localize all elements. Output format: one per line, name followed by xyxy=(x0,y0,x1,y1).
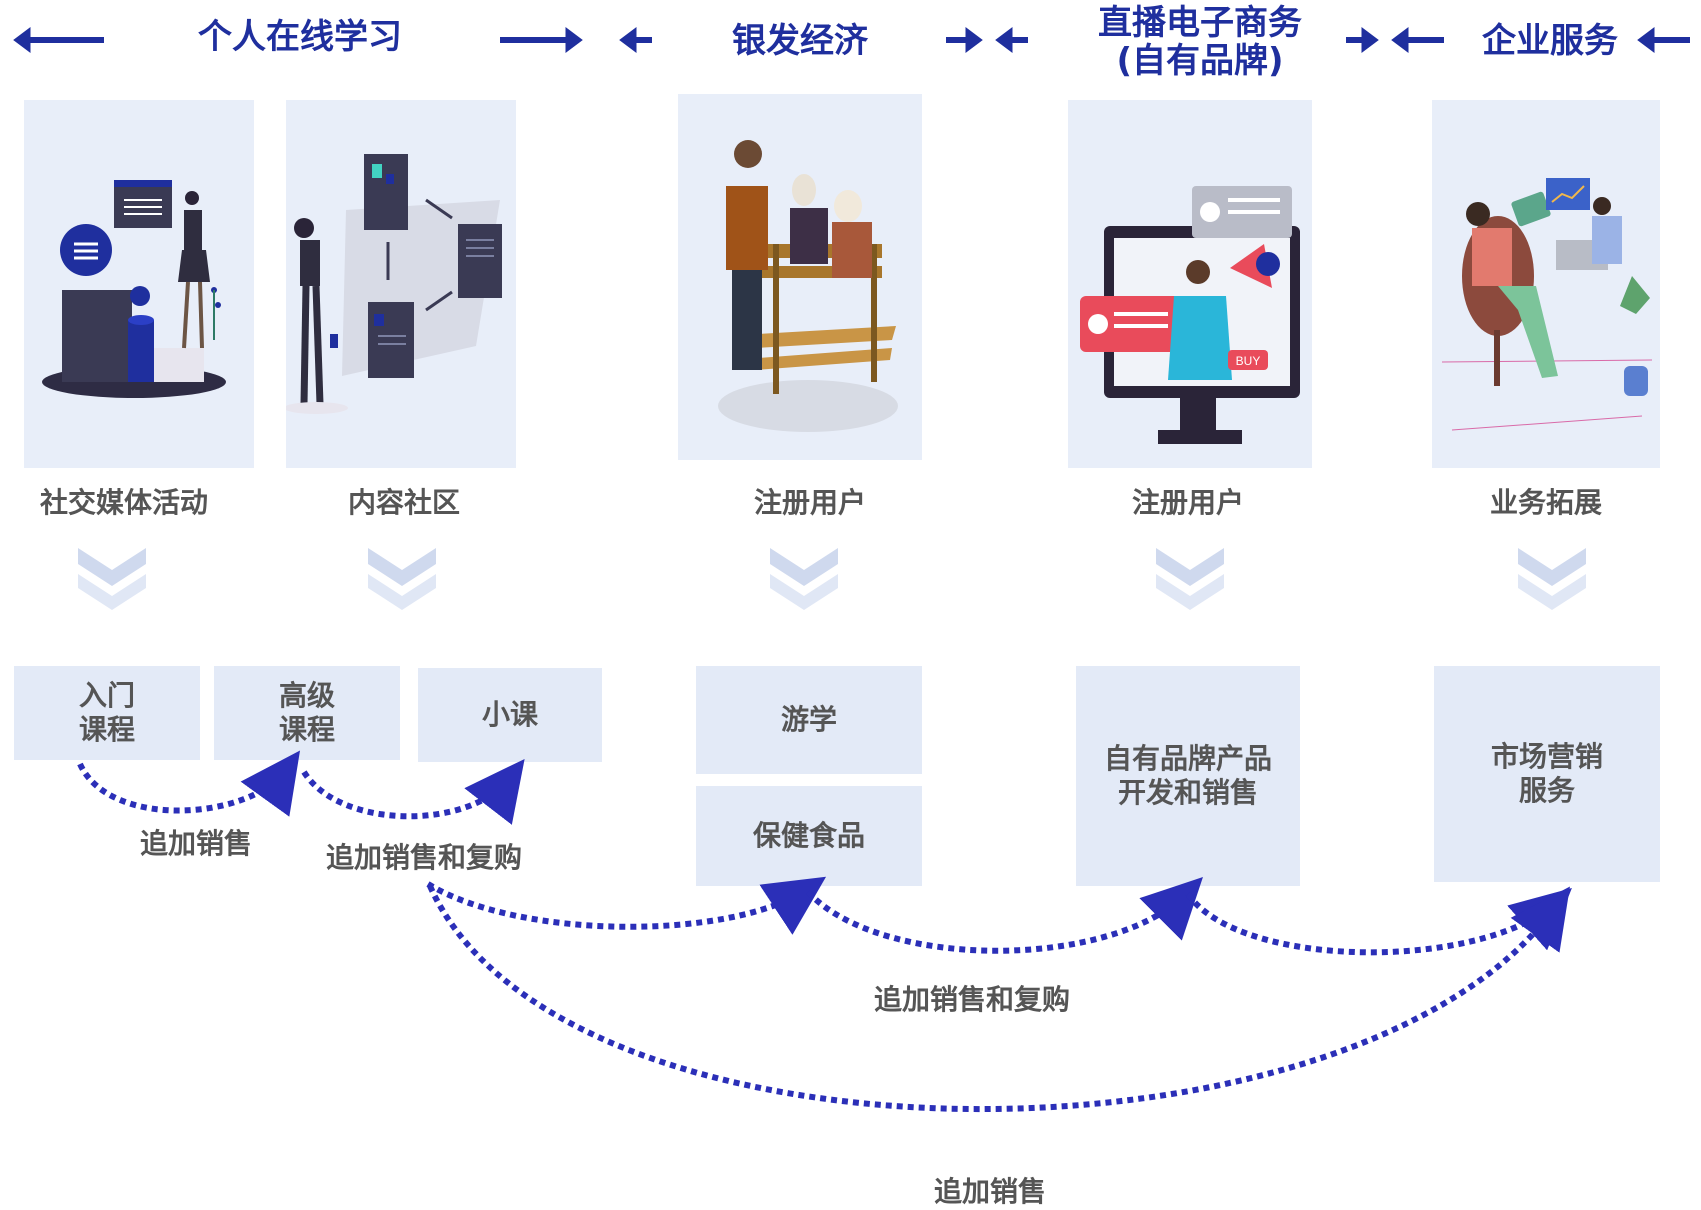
box-study-tour: 游学 xyxy=(696,666,922,774)
segment-title-live-commerce: 直播电子商务 (自有品牌) xyxy=(1080,4,1320,80)
svg-text:BUY: BUY xyxy=(1236,354,1261,368)
elderly-bench-illustration-icon xyxy=(718,140,898,432)
segment-title-enterprise: 企业服务 xyxy=(1482,21,1618,61)
chevron-down-icon xyxy=(770,548,838,610)
card-silver-economy xyxy=(678,94,922,460)
chevron-down-icon xyxy=(368,548,436,610)
box-intro-course: 入门 课程 xyxy=(14,666,200,760)
arrow-to-own-brand xyxy=(805,877,1203,954)
caption-business-expansion: 业务拓展 xyxy=(1489,486,1602,519)
box-advanced-course: 高级 课程 xyxy=(214,666,400,760)
arrow-long-to-marketing xyxy=(427,884,1571,1113)
flow-label-upsell-repurchase-1: 追加销售和复购 xyxy=(326,841,523,874)
chevron-down-icon xyxy=(1156,548,1224,610)
livestream-shopping-illustration-icon: BUY xyxy=(1080,186,1300,444)
chevron-down-icon xyxy=(1518,548,1586,610)
segment-title-live-line2: (自有品牌) xyxy=(1116,41,1284,81)
social-media-illustration-icon xyxy=(42,180,226,398)
segment-title-live-line1: 直播电子商务 xyxy=(1098,3,1302,43)
caption-silver-registered-users: 注册用户 xyxy=(753,486,866,519)
card-social-media xyxy=(24,100,254,468)
arrow-to-health-food xyxy=(426,876,827,935)
content-community-illustration-icon xyxy=(284,154,502,414)
segment-title-personal-learning: 个人在线学习 xyxy=(198,17,402,57)
chevron-down-icon xyxy=(78,548,146,610)
box-marketing-services: 市场营销 服务 xyxy=(1434,666,1660,882)
caption-social-media: 社交媒体活动 xyxy=(39,486,208,519)
box-health-food: 保健食品 xyxy=(696,786,922,886)
segment-title-silver-economy: 银发经济 xyxy=(732,21,868,61)
arrow-advanced-to-mini xyxy=(301,759,525,825)
arrow-intro-to-advanced xyxy=(77,750,301,817)
box-mini-course: 小课 xyxy=(418,668,602,762)
flow-label-upsell-repurchase-2: 追加销售和复购 xyxy=(874,983,1071,1016)
arrow-to-marketing xyxy=(1185,888,1572,956)
flow-label-upsell-2: 追加销售 xyxy=(934,1175,1047,1208)
card-live-commerce: BUY xyxy=(1068,100,1312,468)
card-enterprise xyxy=(1432,100,1660,468)
flow-label-upsell-1: 追加销售 xyxy=(140,827,253,860)
business-meeting-illustration-icon xyxy=(1441,178,1653,431)
box-own-brand: 自有品牌产品 开发和销售 xyxy=(1076,666,1300,886)
card-content-community xyxy=(284,100,516,468)
caption-live-registered-users: 注册用户 xyxy=(1131,486,1244,519)
caption-content-community: 内容社区 xyxy=(347,486,460,519)
